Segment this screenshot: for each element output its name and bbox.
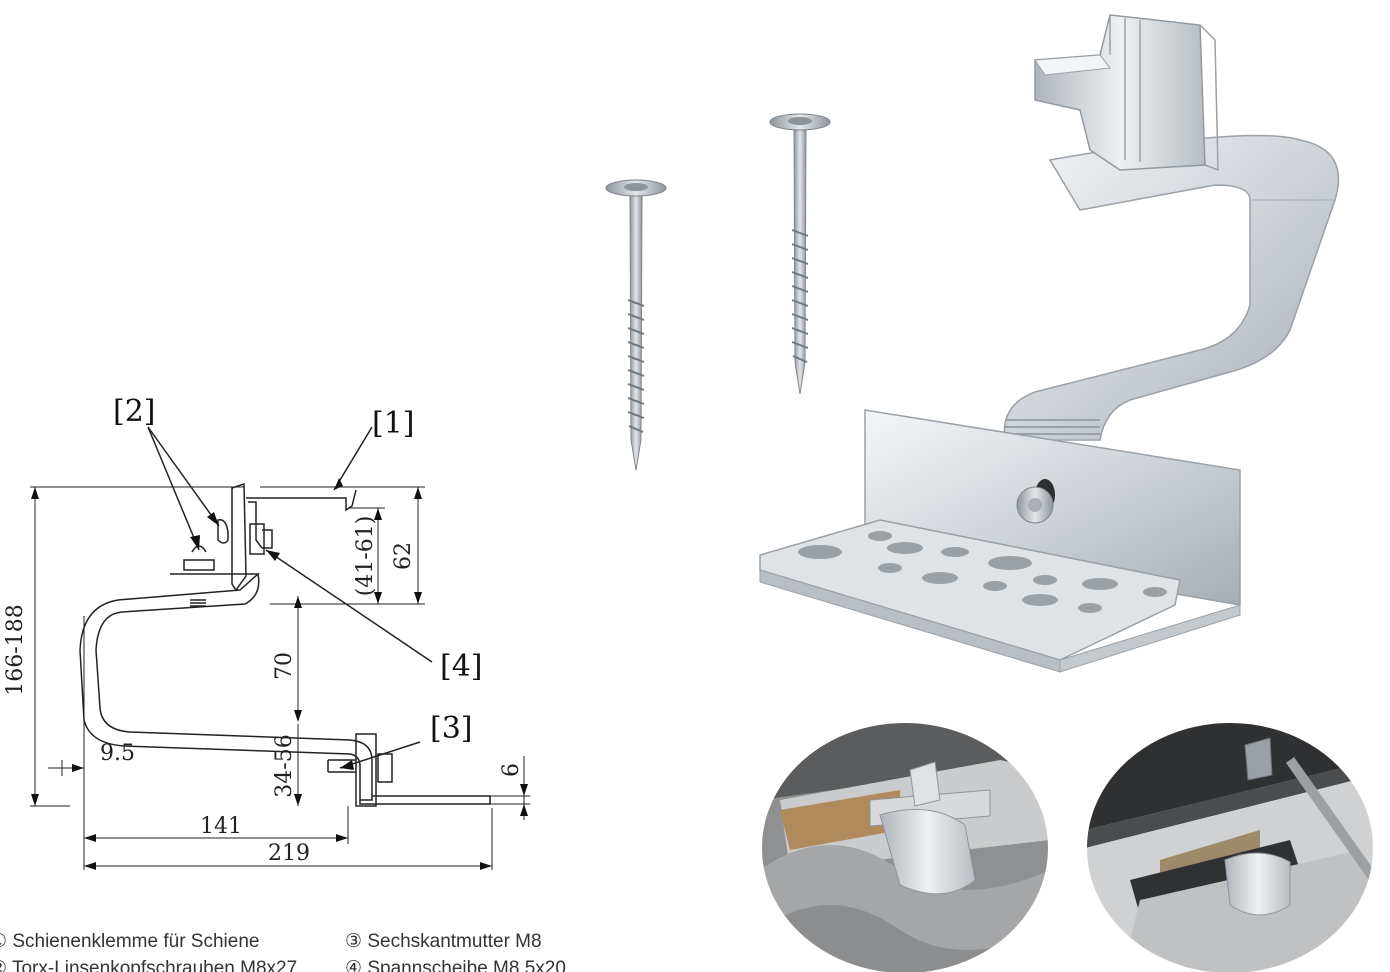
legend-marker-4: ④ [345,958,363,972]
legend-item-2: ② Torx-Linsenkopfschrauben M8x27 [0,957,297,972]
base-plate-profile [359,795,491,805]
arrowhead-2a [190,535,200,550]
wood-screw-right [769,113,831,395]
callout-4: [4] [440,649,483,684]
hook-body [1003,134,1340,441]
photo-left-frame [760,721,1050,972]
wood-screw-left [605,179,667,471]
torx-screw [217,519,229,544]
leader-2b [147,426,220,527]
legend-text-3: Sechskantmutter M8 [367,931,542,952]
legend-item-4: ④ Spannscheibe M8.5x20 [345,957,566,972]
legend-text-1: Schienenklemme für Schiene [12,931,260,952]
hex-bolt-3d [1016,479,1055,524]
roof-hook-3d [759,14,1340,673]
leader-1 [333,426,373,491]
arrowhead-3 [340,760,354,770]
threaded-stub [190,599,206,607]
dim-thickness: 6 [499,763,524,777]
base-plate-holes [798,531,1167,613]
base-vertical-plate [355,733,377,807]
upper-vertical-plate [231,482,247,592]
leader-2a [147,426,200,551]
dim-width-total: 219 [268,841,310,866]
arrowhead-2b [207,512,219,526]
dim-total-height: 166-188 [3,604,28,695]
washer [183,559,215,571]
legend-marker-2: ② [0,958,7,972]
legend-marker-1: ① [0,931,7,952]
rail-clamp-profile [246,489,357,549]
legend-text-2: Torx-Linsenkopfschrauben M8x27 [11,958,298,972]
dimension-lines [30,486,530,870]
callout-3: [3] [430,711,473,746]
roof-hook-profile [79,573,373,801]
dim-clamp-range: (41-61) [353,516,378,597]
photo-right-frame [1085,721,1375,972]
dim-middle-height: 70 [272,652,297,680]
tension-washer [249,523,265,555]
dimension-arrowheads [31,487,528,870]
legend-item-3: ③ Sechskantmutter M8 [345,930,542,953]
leader-4 [265,549,433,663]
legend-item-1: ① Schienenklemme für Schiene [0,930,259,953]
dim-offset: 9.5 [100,741,135,766]
installation-photo-right [1086,722,1374,972]
arrowhead-1 [334,478,343,490]
installation-photo-left [761,722,1049,972]
callout-1: [1] [372,406,415,441]
callout-2: [2] [113,394,156,429]
leader-3 [339,741,421,769]
arrowhead-4 [266,550,280,561]
parts-legend: ① Schienenklemme für Schiene ② Torx-Lins… [0,925,620,972]
dim-width-inner: 141 [200,814,242,839]
legend-text-4: Spannscheibe M8.5x20 [367,958,566,972]
base-bolt [327,759,356,773]
base-nut [377,753,393,783]
technical-drawing [30,426,530,870]
dim-top-height: 62 [391,542,416,570]
dim-lower-height: 34-56 [272,734,297,797]
legend-marker-3: ③ [345,931,363,952]
tension-bolt [262,529,273,549]
clamp-block [1034,14,1206,171]
